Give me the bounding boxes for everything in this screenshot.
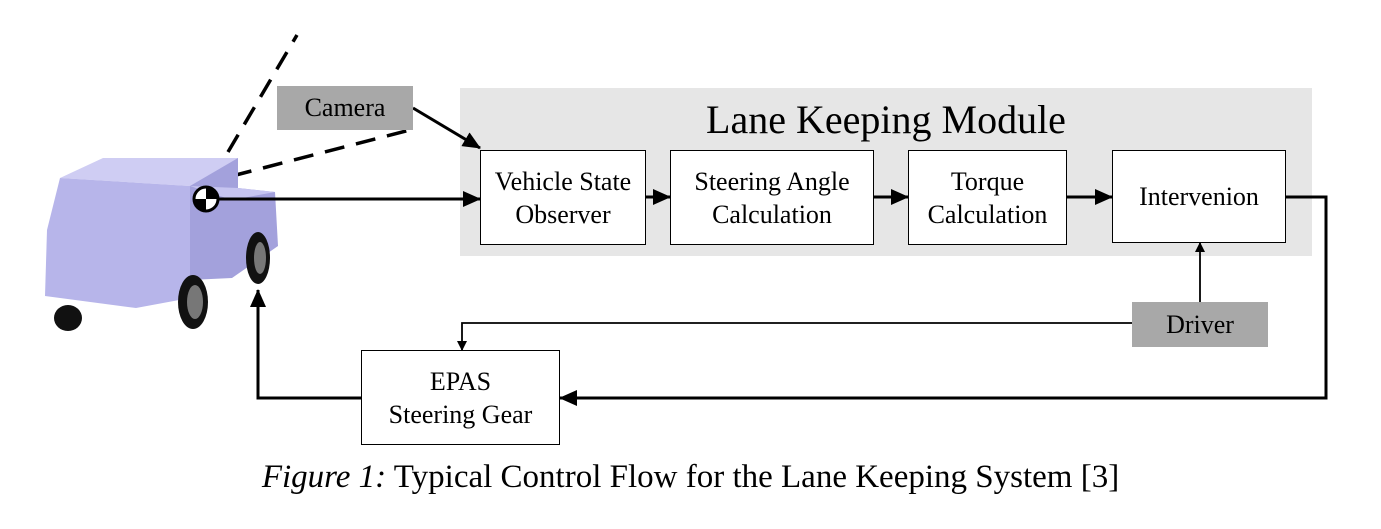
camera-label: Camera	[277, 86, 413, 130]
caption-lead: Figure 1:	[261, 459, 387, 495]
arrow-intervention-to-epas	[559, 195, 1328, 406]
vehicle-icon	[45, 34, 411, 331]
intervention-block: Intervenion	[1112, 150, 1286, 243]
epas-steering-gear-block: EPAS Steering Gear	[361, 350, 560, 445]
arrow-epas-to-vehicle	[250, 289, 361, 400]
vehicle-state-observer-block: Vehicle State Observer	[480, 150, 646, 245]
arrow-camera-to-observer	[412, 106, 481, 150]
torque-calculation-block: Torque Calculation	[908, 150, 1067, 245]
steering-angle-calculation-block: Steering Angle Calculation	[670, 150, 874, 245]
figure-caption: Figure 1: Typical Control Flow for the L…	[0, 455, 1381, 499]
vehicle-roof	[60, 158, 238, 186]
camera-fov-line-lower	[231, 128, 411, 178]
connectors	[218, 106, 1328, 406]
caption-text: Typical Control Flow for the Lane Keepin…	[386, 459, 1120, 495]
vehicle-body	[45, 178, 190, 308]
arrow-driver-to-epas	[457, 322, 1132, 351]
driver-label: Driver	[1132, 302, 1268, 347]
module-title: Lane Keeping Module	[706, 97, 1066, 142]
camera-fov-line-upper	[226, 34, 299, 153]
wheel-rear-left	[54, 305, 82, 331]
